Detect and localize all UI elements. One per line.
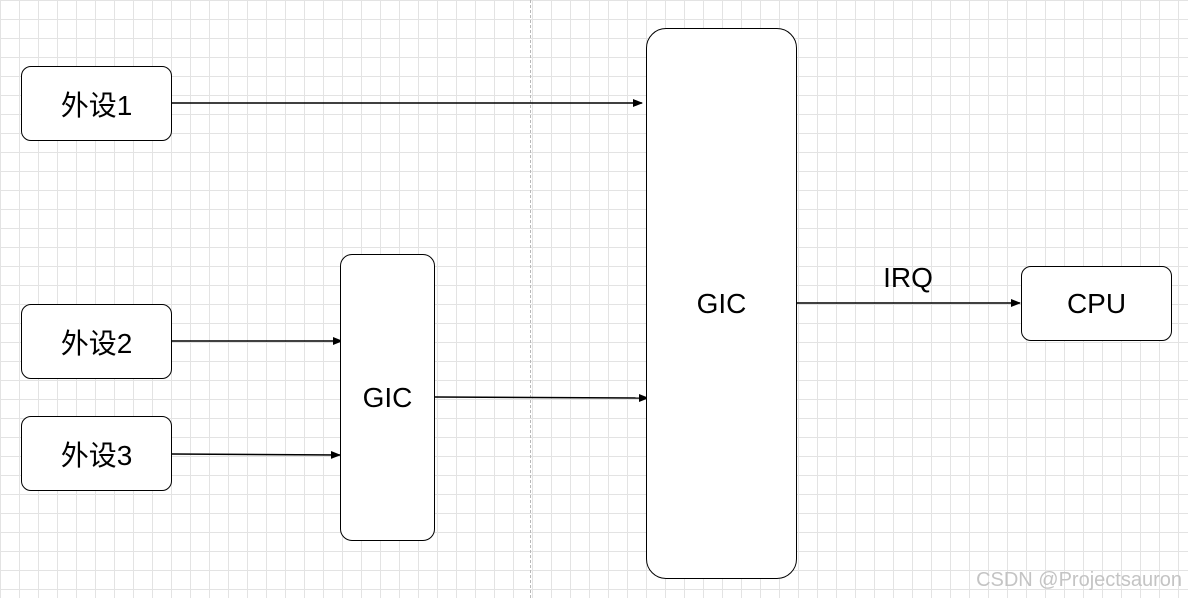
peripheral-3-node: 外设3 [21, 416, 172, 491]
gic-primary-node: GIC [646, 28, 797, 579]
cpu-node: CPU [1021, 266, 1172, 341]
peripheral-2-node: 外设2 [21, 304, 172, 379]
peripheral-1-node: 外设1 [21, 66, 172, 141]
dashed-divider [530, 0, 531, 598]
irq-edge-label: IRQ [883, 262, 933, 293]
watermark: CSDN @Projectsauron [976, 569, 1182, 591]
gic-secondary-label: GIC [362, 381, 413, 413]
gic-primary-label: GIC [696, 287, 747, 319]
gic-secondary-node: GIC [340, 254, 435, 541]
edge-gic-secondary-to-gic-primary [434, 393, 649, 402]
peripheral-2-label: 外设2 [60, 327, 133, 359]
peripheral-1-label: 外设1 [60, 89, 133, 121]
edge-periph3-to-gic-secondary [171, 450, 341, 459]
peripheral-3-label: 外设3 [60, 439, 133, 471]
cpu-label: CPU [1066, 287, 1127, 319]
